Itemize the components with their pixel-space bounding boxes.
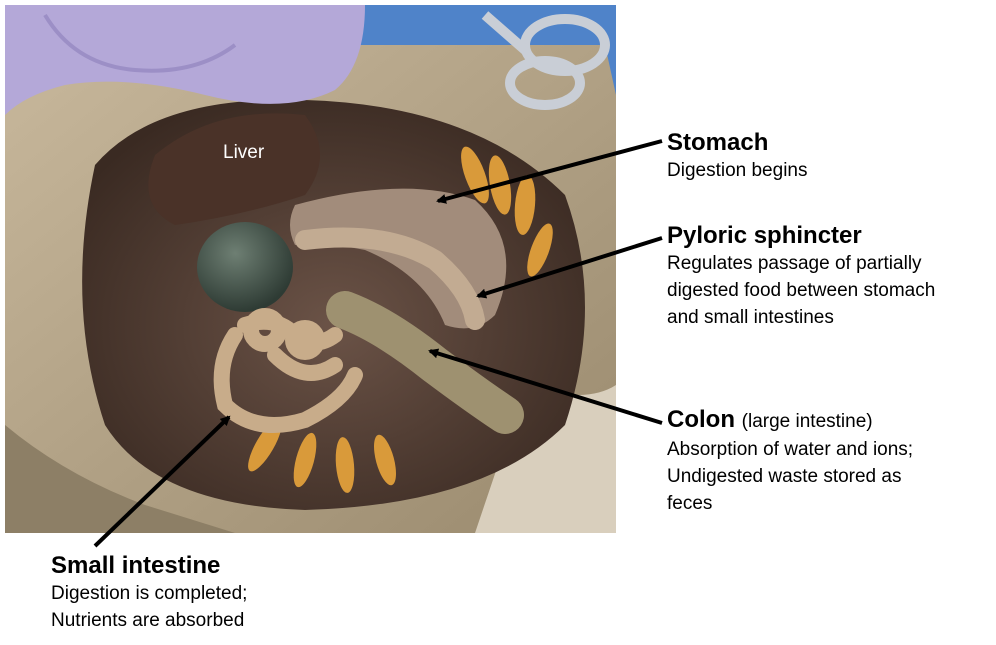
pyloric-sphincter-title: Pyloric sphincter [667,222,862,249]
stomach-title: Stomach [667,129,769,156]
pyloric-sphincter-callout: Pyloric sphincter Regulates passage of p… [667,222,935,331]
small-intestine-desc-line: Digestion is completed; [51,583,248,604]
pyloric-desc-line: and small intestines [667,307,834,328]
colon-desc-line: Absorption of water and ions; [667,439,914,460]
colon-title-suffix: (large intestine) [741,411,873,432]
stomach-desc-line: Digestion begins [667,160,808,181]
dissection-photo: Liver [5,5,616,533]
liver-label: Liver [223,142,265,163]
stomach-callout: Stomach Digestion begins [667,129,807,184]
colon-desc-line: Undigested waste stored as [667,466,902,487]
colon-callout: Colon (large intestine) Absorption of wa… [667,406,913,517]
small-intestine-title: Small intestine [51,552,221,579]
colon-desc-line: feces [667,493,713,514]
colon-title: Colon [667,406,735,433]
small-intestine-desc-line: Nutrients are absorbed [51,610,245,631]
pyloric-desc-line: digested food between stomach [667,280,936,301]
pyloric-desc-line: Regulates passage of partially [667,253,922,274]
small-intestine-callout: Small intestine Digestion is completed; … [51,552,247,634]
